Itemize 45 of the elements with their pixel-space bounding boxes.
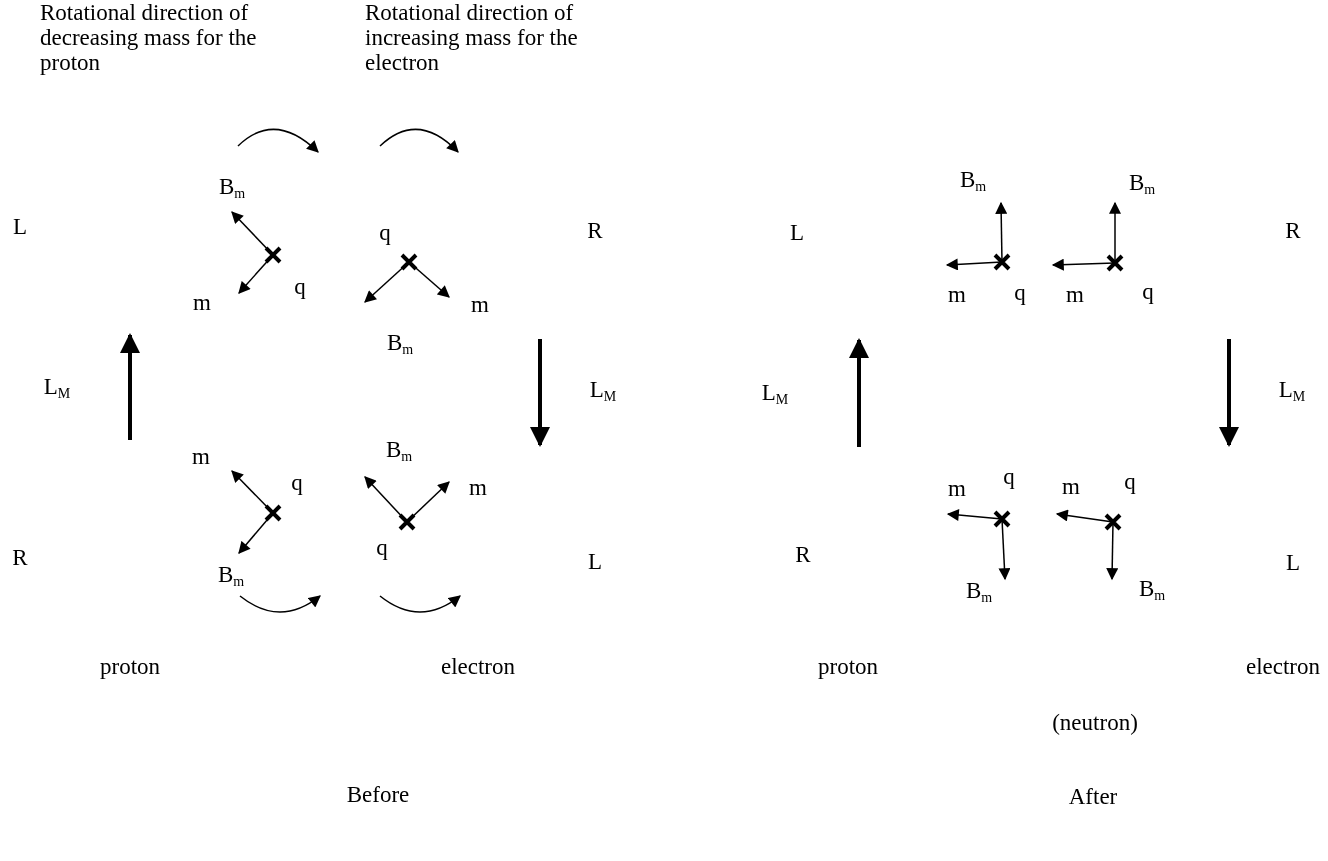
vector-label: L$_{M}$ — [761, 380, 789, 406]
side-label: L — [789, 220, 805, 246]
vector-label: B$_{m}$ — [217, 562, 245, 588]
vector-label: B$_{m}$ — [386, 330, 414, 356]
caption-text: Rotational direction of decreasing mass for the proton — [40, 0, 258, 75]
caption-text: (neutron) — [1052, 710, 1138, 736]
vector-label: q — [294, 274, 306, 300]
vector-label: m — [1062, 474, 1080, 500]
side-label: L — [12, 214, 28, 240]
vector-label: q — [291, 470, 303, 496]
vector-label: q — [376, 535, 388, 561]
particle-label: proton — [99, 654, 161, 680]
side-label: L — [1285, 550, 1301, 576]
side-label: R — [12, 545, 28, 571]
particle-label: proton — [817, 654, 879, 680]
vector-label: m — [1066, 282, 1084, 308]
caption-text: After — [1068, 784, 1118, 810]
vector-label: q — [1124, 469, 1136, 495]
side-label: R — [1285, 218, 1301, 244]
side-label: R — [587, 218, 603, 244]
caption-text: Before — [346, 782, 410, 808]
vector-label: m — [193, 290, 211, 316]
side-label: R — [795, 542, 811, 568]
caption-text: Rotational direction of increasing mass for the electron — [365, 0, 579, 75]
vector-label: q — [1142, 279, 1154, 305]
vector-label: B$_{m}$ — [1138, 576, 1166, 602]
vector-label: B$_{m}$ — [218, 174, 246, 200]
particle-label: electron — [1245, 654, 1321, 680]
vector-label: L$_{M}$ — [1278, 377, 1306, 403]
vector-label: m — [469, 475, 487, 501]
vector-label: L$_{M}$ — [589, 377, 617, 403]
vector-label: q — [1003, 464, 1015, 490]
vector-label: m — [948, 282, 966, 308]
vector-label: L$_{M}$ — [43, 374, 71, 400]
vector-label: m — [192, 444, 210, 470]
vector-label: B$_{m}$ — [959, 167, 987, 193]
vector-label: q — [1014, 280, 1026, 306]
vector-label: B$_{m}$ — [385, 437, 413, 463]
vector-label: B$_{m}$ — [1128, 170, 1156, 196]
vector-label: m — [948, 476, 966, 502]
side-label: L — [587, 549, 603, 575]
particle-label: electron — [440, 654, 516, 680]
vector-label: m — [471, 292, 489, 318]
vector-label: q — [379, 220, 391, 246]
vector-label: B$_{m}$ — [965, 578, 993, 604]
